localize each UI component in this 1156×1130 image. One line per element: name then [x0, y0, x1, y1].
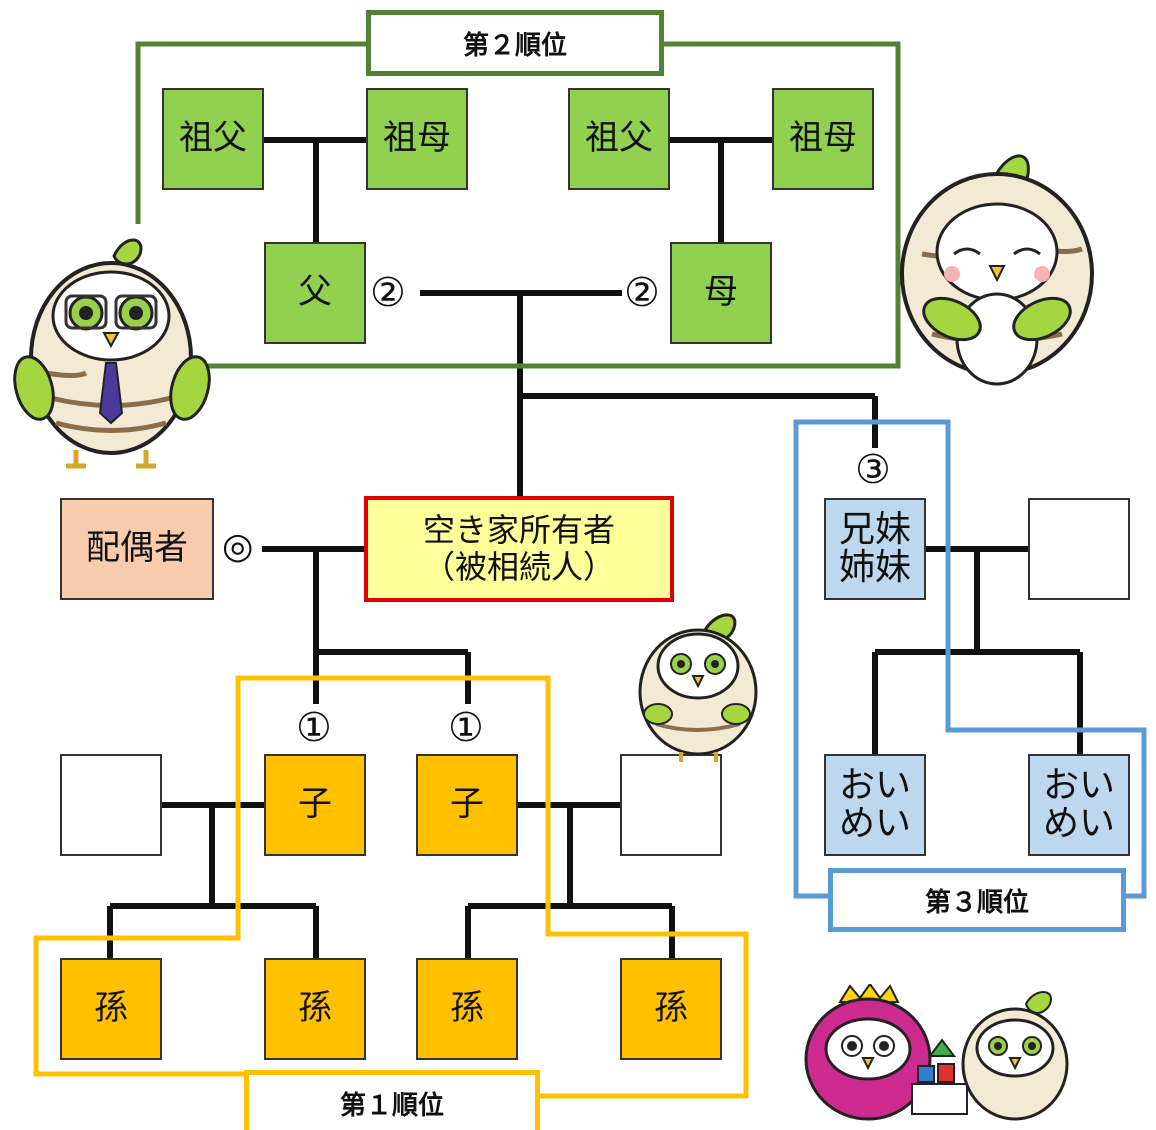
- grandfather-maternal: 祖父: [568, 88, 670, 190]
- child-mark-2: ①: [448, 705, 484, 751]
- rank1-frame: [33, 675, 749, 1099]
- nephew-2-line1: おい: [1042, 765, 1115, 807]
- child-spouse-box-1: [60, 754, 162, 856]
- rank2-frame: [135, 41, 368, 224]
- nephew-box-1: おい めい: [824, 754, 926, 856]
- rank1-label: 第１順位: [244, 1070, 540, 1130]
- owl-mascot-glasses-icon: [13, 238, 211, 469]
- grandchild-box-4: 孫: [620, 958, 722, 1060]
- spouse-box: 配偶者: [60, 498, 214, 600]
- grandchild-box-2: 孫: [264, 958, 366, 1060]
- grandmother-maternal: 祖母: [772, 88, 874, 190]
- sibling-line2: 姉妹: [838, 547, 911, 588]
- rank3-frame: [793, 419, 1147, 899]
- owl-mascot-hugging-icon: [900, 154, 1094, 386]
- owl-mascot-small-icon: [638, 613, 758, 762]
- child-box-1: 子: [264, 754, 366, 856]
- owner-box: 空き家所有者 （被相続人）: [364, 496, 674, 602]
- mother-mark: ②: [624, 270, 660, 316]
- nephew-1-line1: おい: [838, 765, 911, 807]
- rank3-label: 第３順位: [828, 868, 1126, 932]
- owner-title: 空き家所有者: [422, 511, 615, 550]
- grandfather-paternal: 祖父: [162, 88, 264, 190]
- sibling-line1: 兄妹: [838, 509, 911, 551]
- nephew-2-line2: めい: [1042, 803, 1115, 844]
- spouse-mark: ◎: [222, 526, 254, 567]
- grandmother-paternal: 祖母: [366, 88, 468, 190]
- child-mark-1: ①: [296, 705, 332, 751]
- sibling-mark: ③: [855, 447, 891, 493]
- rank2-label: 第２順位: [366, 10, 664, 76]
- child-box-2: 子: [416, 754, 518, 856]
- grandchild-box-3: 孫: [416, 958, 518, 1060]
- nephew-box-2: おい めい: [1028, 754, 1130, 856]
- owl-mascots-playing-icon: [804, 984, 1069, 1121]
- nephew-1-line2: めい: [838, 803, 911, 844]
- mother-box: 母: [670, 242, 772, 344]
- father-mark: ②: [370, 270, 406, 316]
- sibling-box: 兄妹 姉妹: [824, 498, 926, 600]
- sibling-spouse-box: [1028, 498, 1130, 600]
- grandchild-box-1: 孫: [60, 958, 162, 1060]
- owner-subtitle: （被相続人）: [422, 548, 615, 586]
- father-box: 父: [264, 242, 366, 344]
- child-spouse-box-2: [620, 754, 722, 856]
